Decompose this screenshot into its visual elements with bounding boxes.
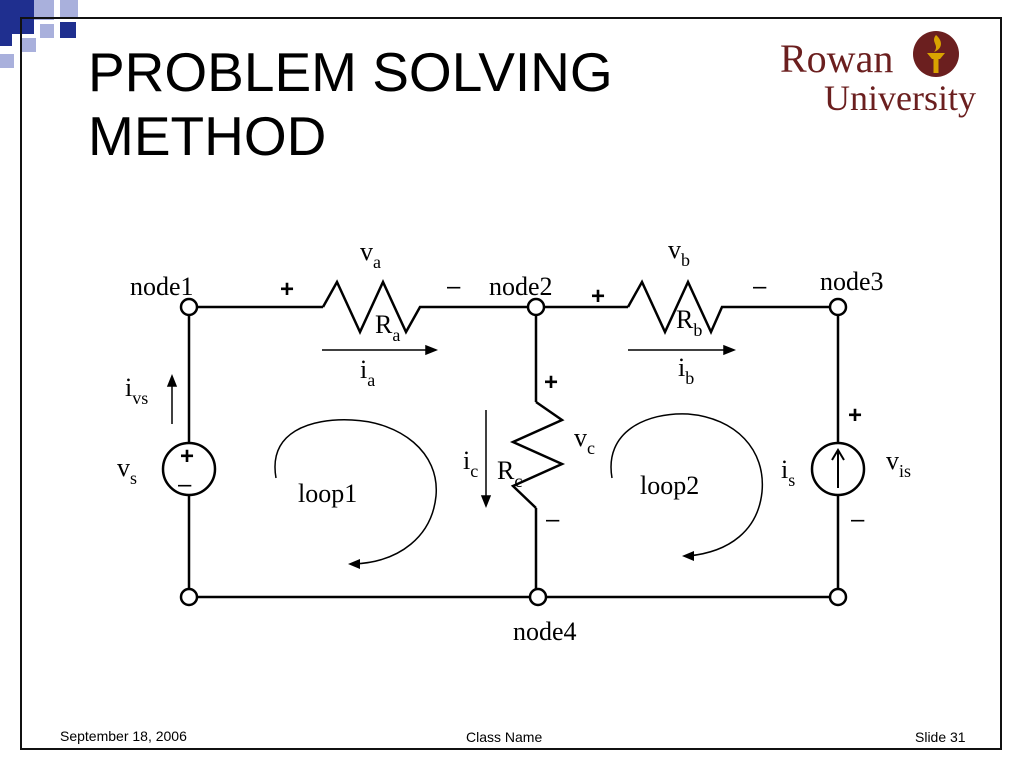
node-circle-2 [526, 297, 546, 317]
rc-label: Rc [497, 456, 522, 491]
title-line-2: METHOD [88, 105, 327, 167]
corner-square [34, 0, 54, 20]
footer-slide-number: Slide 31 [915, 729, 966, 745]
resistor-rb [626, 279, 730, 336]
plus-sign: + [544, 369, 558, 396]
arrow-left-icon [348, 559, 360, 569]
minus-sign: – [546, 506, 560, 533]
arrow-up-icon [166, 373, 178, 424]
vs-label: vs [117, 453, 137, 488]
minus-sign: – [753, 273, 767, 300]
node3-label: node3 [820, 267, 884, 296]
slide-title: PROBLEM SOLVING METHOD [88, 40, 613, 168]
arrow-down-icon [480, 410, 492, 509]
arrow-up-icon [831, 448, 845, 488]
rb-label: Rb [676, 305, 702, 340]
node4-label: node4 [513, 617, 577, 646]
arrow-right-icon [322, 344, 439, 356]
footer-class-name: Class Name [466, 729, 543, 745]
va-label: va [360, 237, 381, 272]
corner-square [0, 54, 14, 68]
slide-frame [20, 17, 1002, 750]
resistor-ra [321, 279, 432, 335]
node-circle-4 [528, 587, 548, 607]
footer-date: September 18, 2006 [60, 728, 187, 744]
ia-label: ia [360, 355, 375, 390]
corner-square [40, 24, 54, 38]
title-line-1: PROBLEM SOLVING [88, 41, 613, 103]
ivs-label: ivs [125, 373, 148, 408]
corner-square [0, 34, 12, 46]
logo-word-1: Rowan [780, 36, 893, 81]
loop1-label: loop1 [298, 479, 357, 508]
corner-square [60, 0, 78, 18]
vc-label: vc [574, 423, 595, 458]
corner-square [20, 38, 36, 52]
plus-sign: + [280, 276, 294, 303]
loop-arc-2 [610, 413, 764, 557]
torch-icon [913, 31, 959, 77]
ra-label: Ra [375, 310, 400, 345]
voltage-source-vs [161, 441, 217, 497]
source-minus-sign: – [178, 471, 192, 498]
node-circle-bottom-right [828, 587, 848, 607]
node-circle-bottom-left [179, 587, 199, 607]
logo-word-2: University [824, 78, 976, 118]
resistor-rc [509, 400, 566, 509]
ib-label: ib [678, 353, 694, 388]
minus-sign: – [447, 273, 461, 300]
source-plus-sign: + [180, 443, 194, 470]
loop-arc-1 [274, 419, 437, 565]
university-logo: Rowan University [780, 31, 976, 118]
node-circle-3 [828, 297, 848, 317]
minus-sign: – [851, 506, 865, 533]
circuit-wires [187, 305, 840, 599]
plus-sign: + [591, 283, 605, 310]
ic-label: ic [463, 446, 478, 481]
corner-square [60, 22, 76, 38]
node1-label: node1 [130, 272, 194, 301]
is-label: is [781, 455, 795, 490]
node-circle-1 [179, 297, 199, 317]
node2-label: node2 [489, 272, 553, 301]
arrow-right-icon [628, 344, 737, 356]
plus-sign: + [848, 402, 862, 429]
vb-label: vb [668, 235, 690, 270]
vis-label: vis [886, 446, 911, 481]
arrow-left-icon [682, 551, 694, 561]
loop2-label: loop2 [640, 471, 699, 500]
